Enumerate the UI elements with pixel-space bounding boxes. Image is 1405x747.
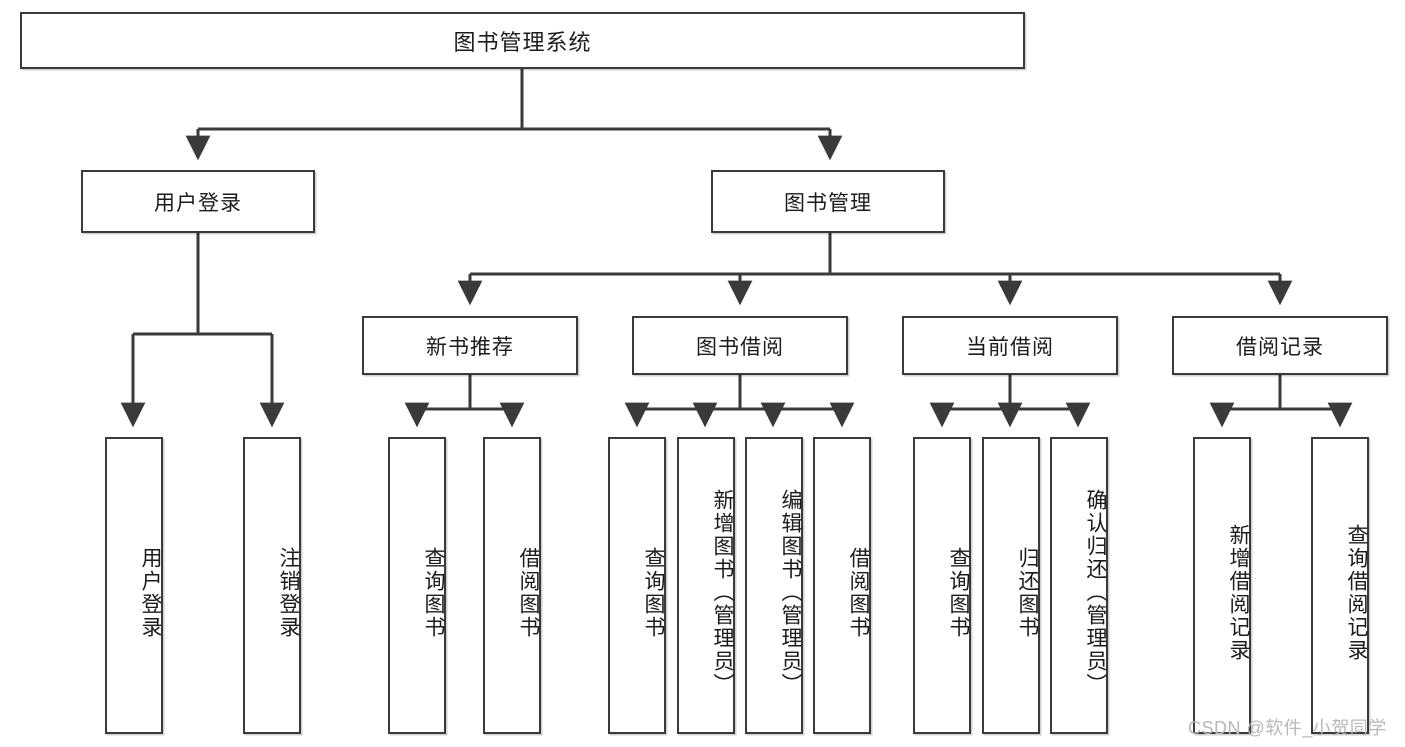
node-leaf-query-record[interactable]: 查询借阅记录 [1311, 437, 1369, 734]
node-book-management[interactable]: 图书管理 [711, 170, 945, 233]
node-new-book-recommend[interactable]: 新书推荐 [362, 316, 578, 375]
csdn-watermark: CSDN @软件_小贺同学 [1188, 718, 1387, 738]
node-leaf-borrow-book-1[interactable]: 借阅图书 [483, 437, 541, 734]
node-user-login[interactable]: 用户登录 [81, 170, 315, 233]
node-current-borrow[interactable]: 当前借阅 [902, 316, 1118, 375]
node-borrow-record[interactable]: 借阅记录 [1172, 316, 1388, 375]
node-leaf-add-book[interactable]: 新增图书（管理员） [677, 437, 735, 734]
node-leaf-query-book-1[interactable]: 查询图书 [388, 437, 446, 734]
node-leaf-user-login[interactable]: 用户登录 [105, 437, 163, 734]
node-leaf-query-book-3[interactable]: 查询图书 [913, 437, 971, 734]
node-leaf-logout-login[interactable]: 注销登录 [243, 437, 301, 734]
node-leaf-add-record[interactable]: 新增借阅记录 [1193, 437, 1251, 734]
node-leaf-return-book[interactable]: 归还图书 [982, 437, 1040, 734]
node-leaf-query-book-2[interactable]: 查询图书 [608, 437, 666, 734]
node-leaf-edit-book[interactable]: 编辑图书（管理员） [745, 437, 803, 734]
node-leaf-borrow-book-2[interactable]: 借阅图书 [813, 437, 871, 734]
node-book-borrow[interactable]: 图书借阅 [632, 316, 848, 375]
node-root-system[interactable]: 图书管理系统 [20, 12, 1025, 69]
node-leaf-confirm-return[interactable]: 确认归还（管理员） [1050, 437, 1108, 734]
